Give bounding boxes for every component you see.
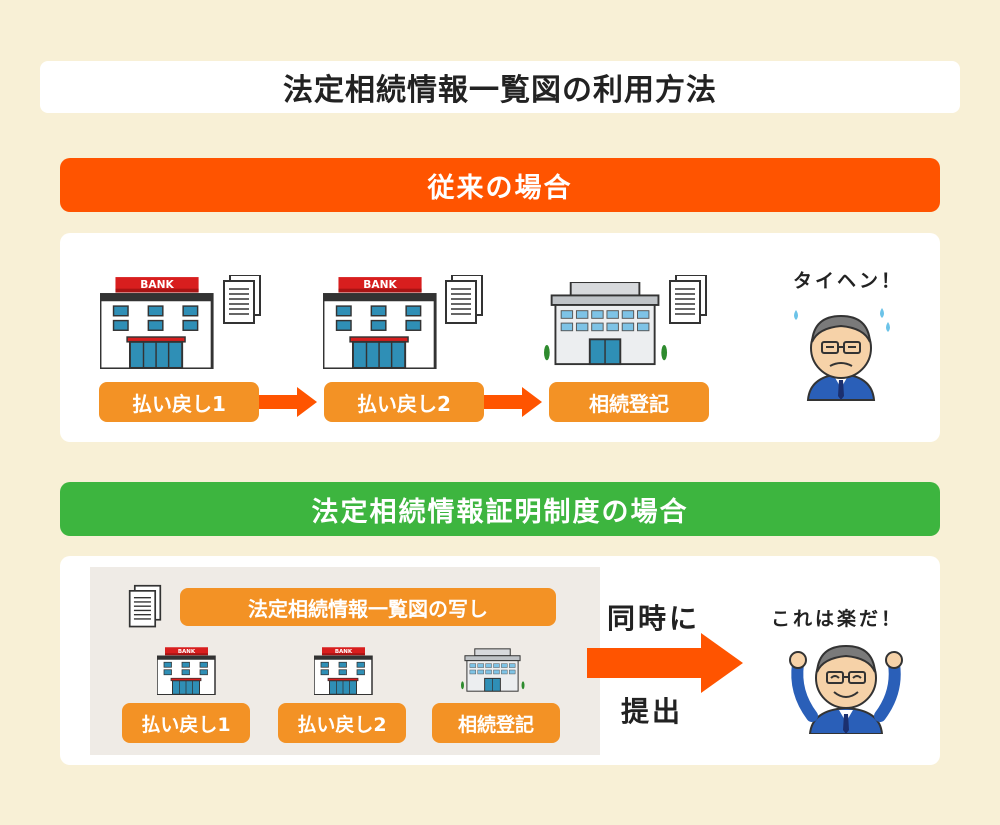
step-label: 払い戻し1: [132, 391, 226, 416]
worried-man-icon: [794, 308, 890, 401]
step-pill-registration: 相続登記: [549, 382, 709, 422]
step-pill-refund-2: 払い戻し2: [278, 703, 406, 743]
step-label: 相続登記: [457, 713, 534, 736]
bank-building-icon: [314, 647, 374, 695]
section-heading-text: 法定相続情報証明制度の場合: [311, 496, 689, 528]
step-label: 相続登記: [589, 391, 669, 416]
document-stack-icon: [222, 275, 262, 325]
section-heading-text: 従来の場合: [427, 172, 573, 204]
step-label: 払い戻し1: [141, 713, 231, 736]
copy-label-pill: 法定相続情報一覧図の写し: [180, 588, 556, 626]
step-label: 払い戻し2: [297, 713, 387, 736]
arrow-label-simultaneous: 同時に: [607, 602, 701, 635]
bank-building-icon: [157, 647, 217, 695]
title-bar: 法定相続情報一覧図の利用方法: [40, 61, 960, 113]
step-pill-refund-2: 払い戻し2: [324, 382, 484, 422]
speech-worried: タイヘン！: [793, 270, 904, 292]
section-heading-traditional: 従来の場合: [60, 158, 940, 212]
arrow-label-submit: 提出: [621, 695, 684, 728]
step-label: 払い戻し2: [357, 391, 451, 416]
step-pill-refund-1: 払い戻し1: [99, 382, 259, 422]
right-arrow-icon: [587, 633, 743, 693]
bank-building-icon: [100, 277, 216, 369]
bank-building-icon: [323, 277, 439, 369]
happy-man-icon: [789, 644, 903, 734]
document-stack-icon: [444, 275, 484, 325]
right-arrow-icon: [259, 387, 317, 417]
section-heading-certificate: 法定相続情報証明制度の場合: [60, 482, 940, 536]
speech-happy: これは楽だ！: [771, 608, 904, 630]
step-pill-registration: 相続登記: [432, 703, 560, 743]
page-title: 法定相続情報一覧図の利用方法: [283, 73, 717, 108]
document-stack-icon: [128, 584, 162, 630]
right-arrow-icon: [484, 387, 542, 417]
copy-label: 法定相続情報一覧図の写し: [248, 596, 488, 621]
document-stack-icon: [668, 275, 708, 325]
step-pill-refund-1: 払い戻し1: [122, 703, 250, 743]
legal-affairs-office-icon: [461, 648, 525, 694]
legal-affairs-office-icon: [544, 282, 668, 368]
